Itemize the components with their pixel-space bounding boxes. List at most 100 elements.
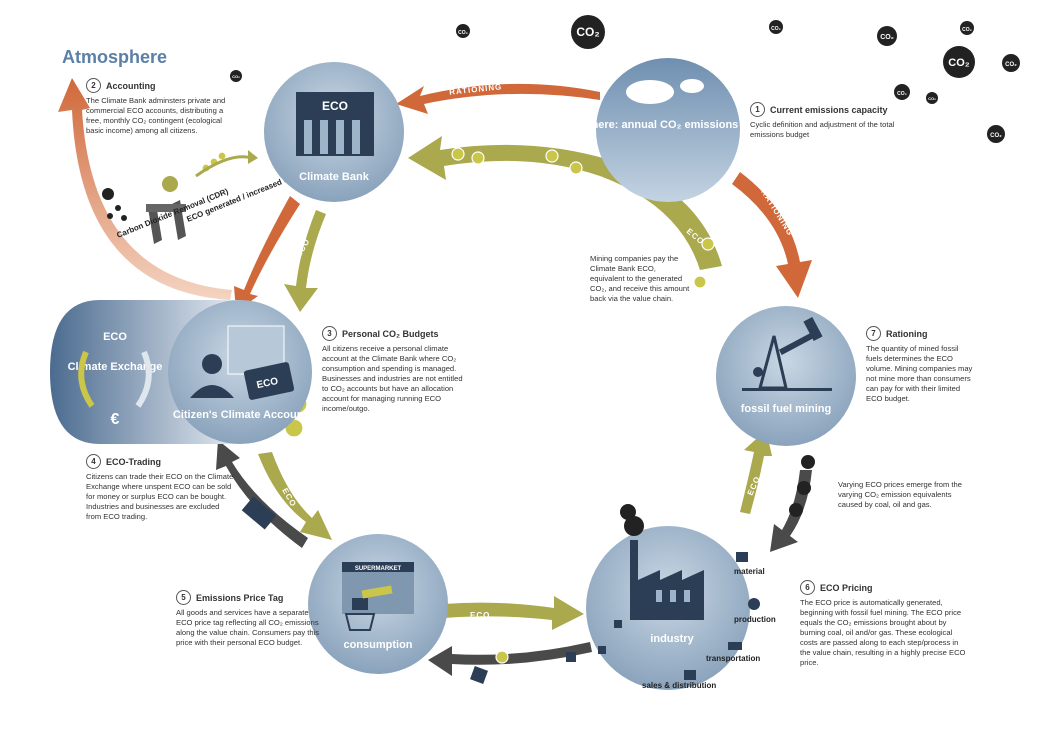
oil-drop-icon xyxy=(789,503,803,517)
step-number: 3 xyxy=(322,326,337,341)
climate-exchange-sign: ECO xyxy=(103,331,127,343)
consumption-label: consumption xyxy=(343,639,412,651)
feedback-label: FEEDBACK xyxy=(63,184,72,236)
co2-bubble-tiny: CO₂ xyxy=(960,21,974,35)
co2-bubble-label: CO₂ xyxy=(962,27,972,33)
step-1: 1 Current emissions capacity Cyclic defin… xyxy=(750,102,930,140)
heading: Atmosphere xyxy=(62,47,168,67)
step-text: All citizens receive a personal climate … xyxy=(322,344,463,413)
cdr-plus-icon xyxy=(162,176,178,192)
co2-bubble-label: CO₂ xyxy=(232,74,240,79)
step-number: 7 xyxy=(866,326,881,341)
co2-bubble-small: CO₂ xyxy=(1002,54,1020,72)
price-arrow-consumption-to-citizen xyxy=(216,440,308,548)
supermarket-sign: SUPERMARKET xyxy=(355,566,402,572)
eco-flow-arrow-industry-to-fossil xyxy=(740,430,772,514)
step-5: 5 Emissions Price Tag All goods and servi… xyxy=(176,590,326,648)
eco-card xyxy=(243,362,295,400)
co2-bubble-label: CO₂ xyxy=(990,133,1002,139)
puzzle-icon xyxy=(736,552,748,562)
arrow-eco-label: ECO xyxy=(470,611,490,620)
industry-material-label: material xyxy=(734,567,765,576)
step-6: 6 ECO Pricing The ECO price is automatica… xyxy=(800,580,970,668)
truck-icon xyxy=(728,642,742,650)
climate-bank-sign: ECO xyxy=(322,99,348,113)
co2-bubble-large: CO₂ xyxy=(571,15,605,49)
citizens-account-node[interactable]: ECO Citizen's Climate Account xyxy=(168,300,312,444)
co2-bubble-label: CO₂ xyxy=(576,25,599,39)
step-number: 5 xyxy=(176,590,191,605)
cart-icon xyxy=(344,613,376,631)
rationing-arrow-right: RATIONING xyxy=(732,172,812,298)
climate-bank-label: Climate Bank xyxy=(299,171,370,183)
solar-panel-icon xyxy=(241,496,277,530)
step-title: Emissions Price Tag xyxy=(196,592,284,603)
step-number: 6 xyxy=(800,580,815,595)
step-title: ECO-Trading xyxy=(106,456,162,467)
eco-card-label: ECO xyxy=(256,376,280,391)
step-text: The Climate Bank adminsters private and … xyxy=(86,96,226,135)
eco-flow-arrow-citizen-to-consumption xyxy=(258,452,332,540)
eco-flow-arrow-consumption-to-industry xyxy=(444,596,584,630)
climate-exchange-label: Climate Exchange xyxy=(68,361,163,373)
step-text: Cyclic definition and adjustment of the … xyxy=(750,120,895,139)
co2-bubble-label: CO₂ xyxy=(458,30,468,36)
industry-production-label: production xyxy=(734,615,776,624)
co2-bubble-label: CO₂ xyxy=(948,57,970,69)
co2-bubble-label: CO₂ xyxy=(897,91,907,97)
step-text: Citizens can trade their ECO on the Clim… xyxy=(86,472,234,521)
fossil-mining-label: fossil fuel mining xyxy=(741,403,831,415)
step-4: 4 ECO-Trading Citizens can trade their EC… xyxy=(86,454,236,522)
co2-bubble-tiny: CO₂ xyxy=(894,84,910,100)
co2-bubble-tiny: CO₂ xyxy=(769,20,783,34)
cdr-device xyxy=(102,150,258,244)
industry-transportation-label: transportation xyxy=(706,654,760,663)
eco-flow-arrow-bank-to-citizen xyxy=(284,210,326,312)
shop-icon xyxy=(684,670,696,680)
industry-node[interactable]: industry material production transportat… xyxy=(586,504,776,690)
co2-bubble-small: CO₂ xyxy=(987,125,1005,143)
step-title: Current emissions capacity xyxy=(770,104,888,115)
co2-bubble-large: CO₂ xyxy=(943,46,975,78)
mining-note: Mining companies pay the Climate Bank EC… xyxy=(590,254,690,303)
step-number: 4 xyxy=(86,454,101,469)
co2-bubble-tiny: CO₂ xyxy=(926,92,938,104)
fossil-fuel-icons xyxy=(789,455,815,517)
goods-cubes xyxy=(470,620,622,684)
co2-bubble-label: CO₂ xyxy=(928,96,936,101)
person-icon xyxy=(202,354,222,374)
step-3: 3 Personal CO₂ Budgets All citizens recei… xyxy=(322,326,470,414)
co2-bubble-label: CO₂ xyxy=(880,34,894,41)
arrow-eco-label: ECO xyxy=(746,475,762,497)
fossil-mining-node[interactable]: fossil fuel mining xyxy=(716,306,856,446)
climate-bank-node[interactable]: ECO Climate Bank xyxy=(264,62,404,202)
co2-bubble-label: CO₂ xyxy=(771,26,781,32)
step-number: 1 xyxy=(750,102,765,117)
industry-sales-label: sales & distribution xyxy=(642,681,716,690)
co2-bubble-small: CO₂ xyxy=(877,26,897,46)
rationing-arrow-top: RATIONING xyxy=(396,82,600,114)
co2-bubble-label: CO₂ xyxy=(1005,62,1017,68)
step-text: The quantity of mined fossil fuels deter… xyxy=(866,344,973,403)
coal-icon xyxy=(801,455,815,469)
eco-price-tag xyxy=(361,585,393,599)
step-title: Accounting xyxy=(106,80,156,91)
step-title: ECO Pricing xyxy=(820,582,873,593)
co2-icon xyxy=(102,188,114,200)
eco-flow-arrow-top xyxy=(408,136,722,270)
industry-label: industry xyxy=(650,633,694,645)
co2-bubbles: CO₂ CO₂ CO₂ CO₂ CO₂ CO₂ CO₂ CO₂ CO₂ CO₂ … xyxy=(230,15,1020,143)
citizens-account-label: Citizen's Climate Account xyxy=(173,409,308,421)
atmosphere-node[interactable]: Atmosphere: annual CO₂ emissions capacit… xyxy=(551,58,787,202)
gear-icon xyxy=(748,598,760,610)
step-text: All goods and services have a separate E… xyxy=(176,608,320,647)
co2-bubble-tiny: CO₂ xyxy=(456,24,470,38)
step-title: Personal CO₂ Budgets xyxy=(342,328,439,339)
atmosphere-label: Atmosphere: annual CO₂ emissions capacit… xyxy=(551,119,787,131)
step-text: The ECO price is automatically generated… xyxy=(800,598,966,667)
prices-note: Varying ECO prices emerge from the varyi… xyxy=(838,480,962,509)
consumption-node[interactable]: SUPERMARKET consumption xyxy=(308,534,448,674)
